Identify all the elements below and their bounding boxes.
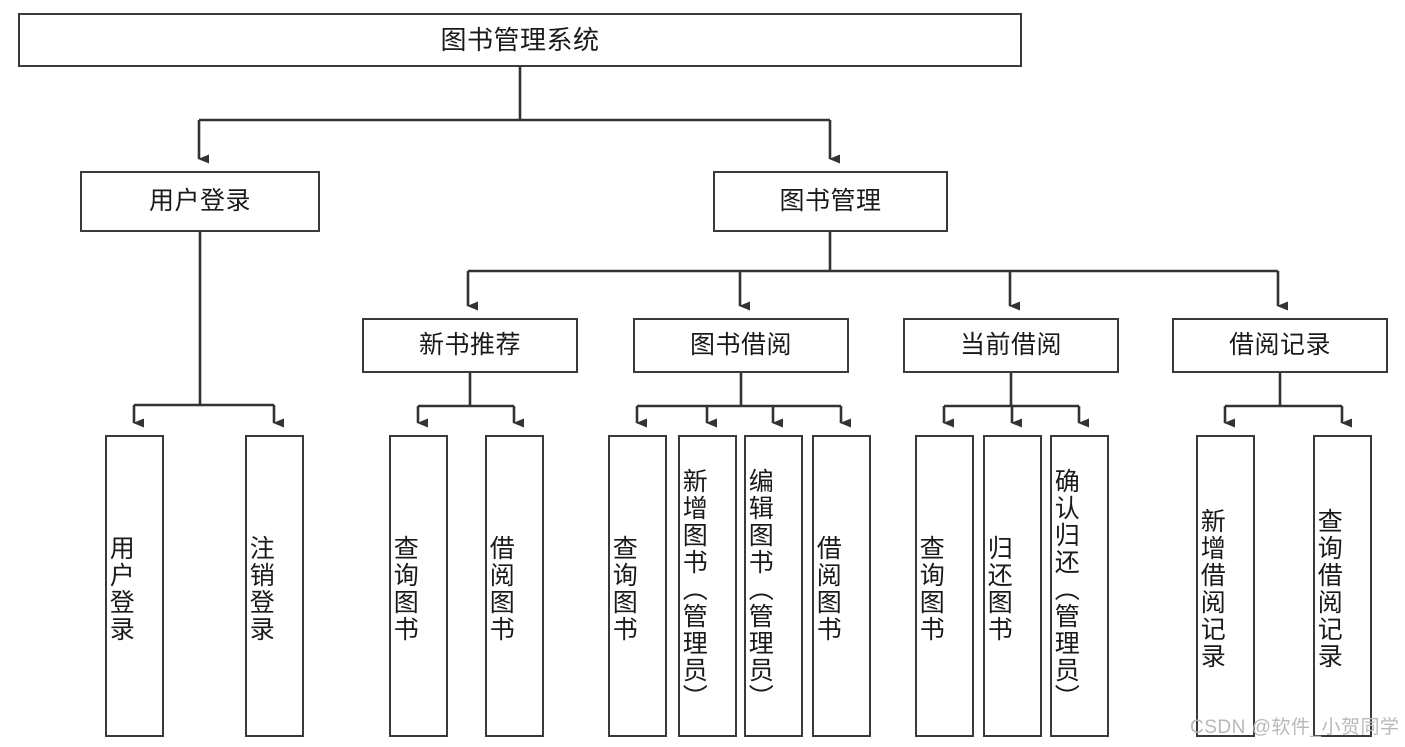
node-borrow-record[interactable]: 借阅记录 [1172, 318, 1388, 373]
leaf-query-book-3[interactable]: 查询图书 [915, 435, 974, 737]
leaf-user-login-label: 用户登录 [106, 535, 135, 643]
node-new-book-recommend-label: 新书推荐 [418, 330, 521, 359]
leaf-logout-label: 注销登录 [246, 535, 275, 643]
leaf-add-borrow-record[interactable]: 新增借阅记录 [1196, 435, 1255, 737]
node-current-borrow[interactable]: 当前借阅 [903, 318, 1119, 373]
leaf-borrow-book-2-label: 借阅图书 [813, 535, 842, 643]
leaf-add-book[interactable]: 新增图书（管理员） [678, 435, 737, 737]
leaf-query-book-2[interactable]: 查询图书 [608, 435, 667, 737]
node-book-manage-label: 图书管理 [779, 186, 882, 215]
node-user-login[interactable]: 用户登录 [80, 171, 320, 232]
node-root[interactable]: 图书管理系统 [18, 13, 1022, 67]
leaf-logout[interactable]: 注销登录 [245, 435, 304, 737]
node-book-borrow-label: 图书借阅 [689, 330, 792, 359]
leaf-edit-book-label: 编辑图书（管理员） [745, 467, 774, 711]
leaf-return-book-label: 归还图书 [984, 535, 1013, 643]
leaf-query-borrow-record[interactable]: 查询借阅记录 [1313, 435, 1372, 737]
leaf-user-login[interactable]: 用户登录 [105, 435, 164, 737]
node-root-label: 图书管理系统 [440, 24, 600, 55]
leaf-add-borrow-record-label: 新增借阅记录 [1197, 508, 1226, 670]
leaf-borrow-book-2[interactable]: 借阅图书 [812, 435, 871, 737]
leaf-borrow-book-1[interactable]: 借阅图书 [485, 435, 544, 737]
leaf-confirm-return[interactable]: 确认归还（管理员） [1050, 435, 1109, 737]
node-book-manage[interactable]: 图书管理 [713, 171, 948, 232]
leaf-query-book-2-label: 查询图书 [609, 535, 638, 643]
node-borrow-record-label: 借阅记录 [1228, 330, 1331, 359]
leaf-confirm-return-label: 确认归还（管理员） [1051, 467, 1080, 711]
node-book-borrow[interactable]: 图书借阅 [633, 318, 849, 373]
node-new-book-recommend[interactable]: 新书推荐 [362, 318, 578, 373]
leaf-return-book[interactable]: 归还图书 [983, 435, 1042, 737]
leaf-query-book-1-label: 查询图书 [390, 535, 419, 643]
leaf-query-borrow-record-label: 查询借阅记录 [1314, 508, 1343, 670]
leaf-query-book-3-label: 查询图书 [916, 535, 945, 643]
node-current-borrow-label: 当前借阅 [959, 330, 1062, 359]
csdn-watermark: CSDN @软件_小贺同学 [1190, 717, 1400, 738]
leaf-edit-book[interactable]: 编辑图书（管理员） [744, 435, 803, 737]
leaf-query-book-1[interactable]: 查询图书 [389, 435, 448, 737]
leaf-add-book-label: 新增图书（管理员） [679, 467, 708, 711]
node-user-login-label: 用户登录 [148, 186, 251, 215]
leaf-borrow-book-1-label: 借阅图书 [486, 535, 515, 643]
